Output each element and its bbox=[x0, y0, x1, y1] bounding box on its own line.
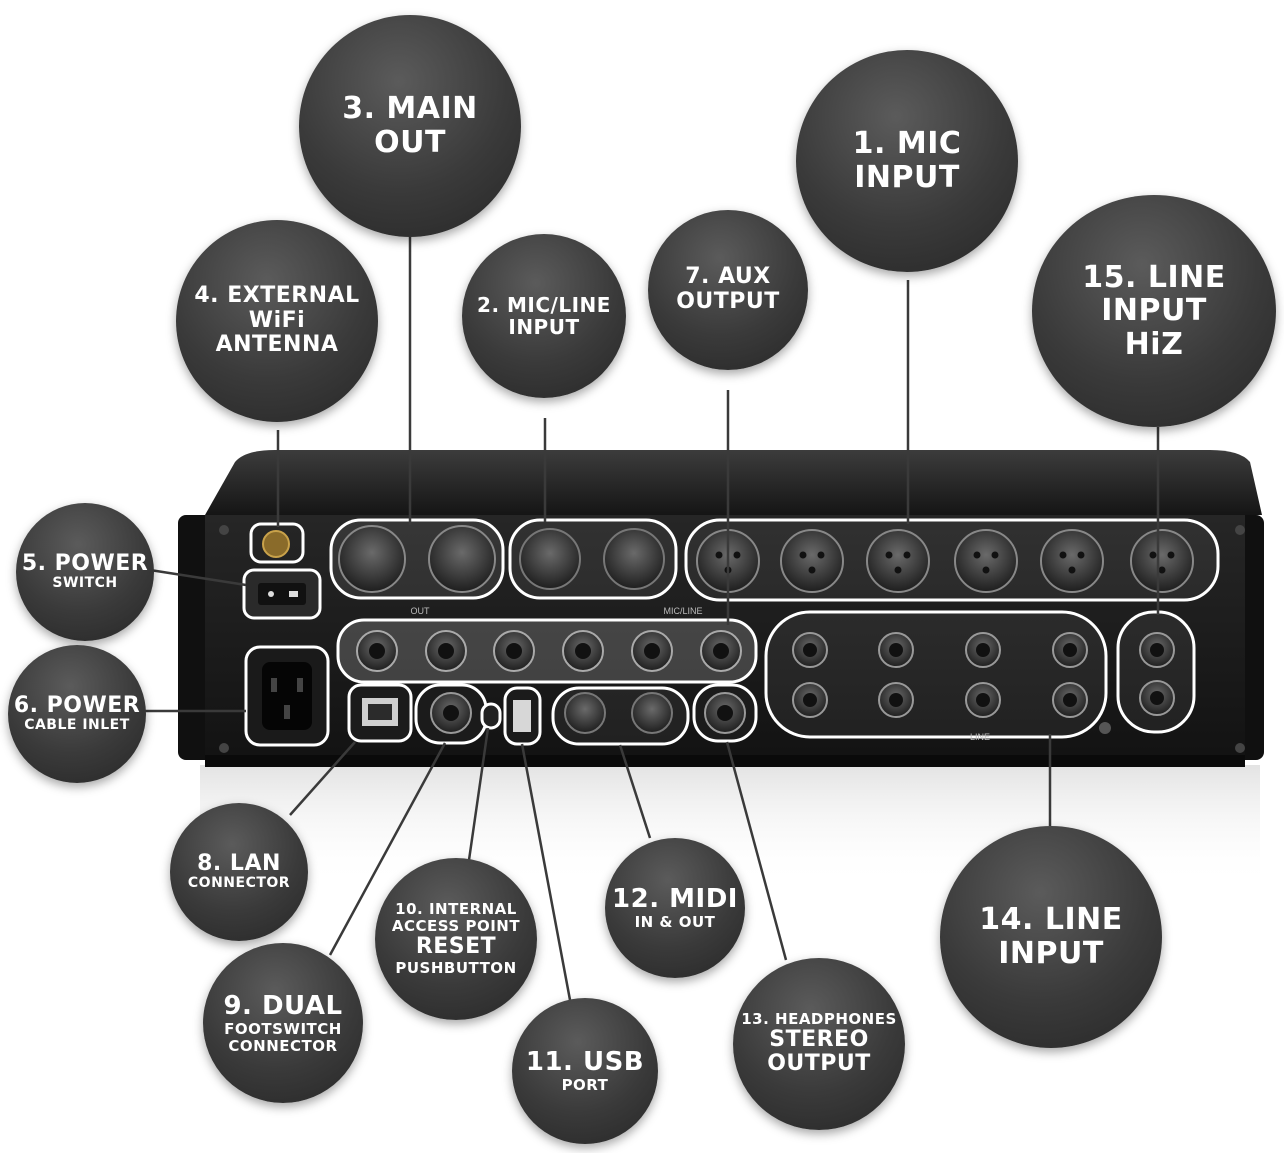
callout-9-line-3: CONNECTOR bbox=[228, 1036, 338, 1055]
callout-14-line-2: INPUT bbox=[998, 936, 1104, 971]
callout-6-line-1: 6. POWER bbox=[13, 692, 141, 718]
panel-label-mic-line: MIC/LINE bbox=[663, 606, 702, 616]
callout-3-line-2: OUT bbox=[374, 125, 446, 160]
callout-3-main-out: 3. MAIN OUT bbox=[299, 15, 521, 237]
reset-highlight bbox=[480, 702, 502, 730]
callout-13-headphones-stereo-output: 13. HEADPHONES STEREO OUTPUT bbox=[733, 958, 905, 1130]
leader-line bbox=[618, 744, 652, 839]
callout-6-line-2: CABLE INLET bbox=[24, 717, 130, 734]
callout-8-lan-connector: 8. LAN CONNECTOR bbox=[170, 803, 308, 941]
callout-10-line-2: ACCESS POINT bbox=[391, 917, 521, 936]
callout-13-line-1: 13. HEADPHONES bbox=[741, 1009, 897, 1028]
hiz-input-highlight bbox=[1116, 610, 1196, 734]
callout-1-mic-input: 1. MIC INPUT bbox=[796, 50, 1018, 272]
leader-line bbox=[149, 568, 247, 587]
callout-2-line-1: 2. MIC/LINE bbox=[477, 292, 611, 317]
callout-11-line-2: PORT bbox=[561, 1076, 609, 1095]
callout-15-line-input-hiz: 15. LINE INPUT HiZ bbox=[1032, 195, 1276, 427]
callout-15-line-3: HiZ bbox=[1124, 326, 1184, 362]
callout-5-line-2: SWITCH bbox=[52, 575, 118, 592]
callout-4-line-2: WiFi bbox=[248, 307, 306, 333]
callout-11-line-1: 11. USB bbox=[525, 1047, 645, 1078]
leader-line bbox=[328, 742, 447, 956]
callout-9-line-2: FOOTSWITCH bbox=[224, 1019, 342, 1038]
callout-12-midi-in-out: 12. MIDI IN & OUT bbox=[605, 838, 745, 978]
callout-10-line-4: PUSHBUTTON bbox=[395, 958, 517, 977]
leader-line bbox=[520, 743, 572, 1001]
callout-13-line-2: STEREO bbox=[769, 1026, 869, 1052]
callout-10-line-1: 10. INTERNAL bbox=[395, 900, 517, 919]
leader-line bbox=[467, 727, 490, 861]
callout-4-external-wifi-antenna: 4. EXTERNAL WiFi ANTENNA bbox=[176, 220, 378, 422]
callout-12-line-1: 12. MIDI bbox=[612, 884, 738, 915]
panel-label-line: LINE bbox=[970, 732, 990, 742]
callout-7-line-2: OUTPUT bbox=[676, 289, 780, 314]
callout-6-power-cable-inlet: 6. POWER CABLE INLET bbox=[8, 645, 146, 783]
callout-2-line-2: INPUT bbox=[508, 315, 580, 339]
callout-1-line-1: 1. MIC bbox=[852, 126, 962, 162]
callout-4-line-1: 4. EXTERNAL bbox=[194, 283, 360, 309]
aux-output-highlight bbox=[336, 618, 758, 684]
callout-8-line-2: CONNECTOR bbox=[187, 875, 291, 892]
callout-10-internal-access-point-reset: 10. INTERNAL ACCESS POINT RESET PUSHBUTT… bbox=[375, 858, 537, 1020]
panel-label-out: OUT bbox=[411, 606, 431, 616]
callout-14-line-1: 14. LINE bbox=[979, 902, 1123, 938]
panel-bottom-edge bbox=[205, 755, 1245, 767]
callout-15-line-1: 15. LINE bbox=[1082, 259, 1226, 295]
callout-7-aux-output: 7. AUX OUTPUT bbox=[648, 210, 808, 370]
callout-12-line-2: IN & OUT bbox=[634, 913, 716, 932]
mic-xlr-jack bbox=[780, 529, 844, 593]
callout-15-line-2: INPUT bbox=[1101, 293, 1207, 329]
antenna-connector bbox=[262, 530, 290, 558]
device-lid bbox=[205, 450, 1262, 515]
callout-4-line-3: ANTENNA bbox=[215, 332, 339, 358]
leader-line bbox=[289, 741, 356, 816]
callout-14-line-input: 14. LINE INPUT bbox=[940, 826, 1162, 1048]
callout-10-line-3: RESET bbox=[415, 934, 497, 960]
line-input-highlight bbox=[764, 610, 1108, 739]
callout-3-line-1: 3. MAIN bbox=[342, 91, 478, 127]
mic-xlr-jack bbox=[866, 529, 930, 593]
callout-2-mic-line-input: 2. MIC/LINE INPUT bbox=[462, 234, 626, 398]
callout-5-power-switch: 5. POWER SWITCH bbox=[16, 503, 154, 641]
callout-13-line-3: OUTPUT bbox=[767, 1051, 871, 1077]
mic-xlr-jack bbox=[1040, 529, 1104, 593]
callout-9-dual-footswitch-connector: 9. DUAL FOOTSWITCH CONNECTOR bbox=[203, 943, 363, 1103]
callout-1-line-2: INPUT bbox=[854, 160, 960, 195]
callout-8-line-1: 8. LAN bbox=[197, 850, 281, 876]
leader-line bbox=[725, 741, 788, 961]
callout-9-line-1: 9. DUAL bbox=[223, 990, 343, 1021]
callout-11-usb-port: 11. USB PORT bbox=[512, 998, 658, 1144]
mic-xlr-jack bbox=[954, 529, 1018, 593]
callout-5-line-1: 5. POWER bbox=[21, 550, 149, 576]
mic-xlr-jack bbox=[1130, 529, 1194, 593]
callout-7-line-1: 7. AUX bbox=[685, 264, 771, 290]
